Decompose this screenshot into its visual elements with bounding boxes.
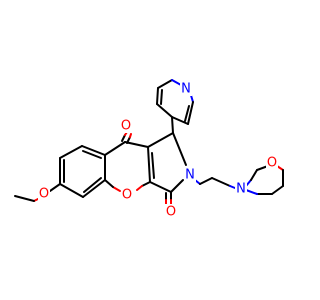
morpholine-oxygen: O xyxy=(267,156,277,171)
atom-labels: O O O O O N N N xyxy=(38,81,278,220)
morpholine-nitrogen-label: N xyxy=(235,181,247,197)
ring-oxygen-label: O xyxy=(121,187,133,203)
ring-oxygen: O xyxy=(122,188,132,203)
pyridine-nitrogen-label: N xyxy=(180,81,192,97)
lactam-nitrogen-label: N xyxy=(184,167,196,183)
morpholine-oxygen-label: O xyxy=(266,155,278,171)
molecule-structure: O O O O O N N N xyxy=(14,79,284,220)
lactam-oxygen: O xyxy=(166,205,176,220)
bond-lines xyxy=(14,79,284,207)
pyridine-nitrogen: N xyxy=(181,82,191,97)
morpholine-nitrogen: N xyxy=(236,182,246,197)
lactam-nitrogen: N xyxy=(185,168,195,183)
ketone-oxygen: O xyxy=(121,119,131,134)
lactam-oxygen-label: O xyxy=(165,204,177,220)
methoxy-oxygen: O xyxy=(39,187,49,202)
methoxy-oxygen-label: O xyxy=(38,186,50,202)
ketone-oxygen-label: O xyxy=(120,118,132,134)
